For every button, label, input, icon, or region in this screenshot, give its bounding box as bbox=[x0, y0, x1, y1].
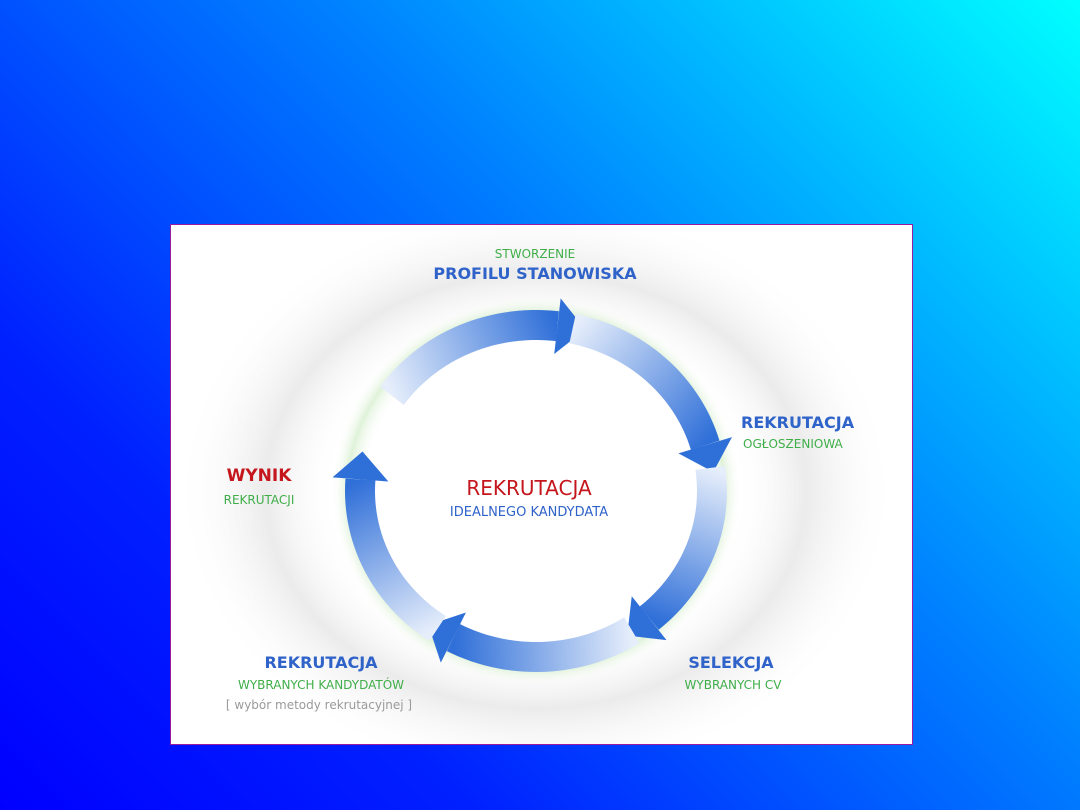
arrow-to-result-body bbox=[344, 478, 446, 642]
recruitment-cycle-diagram: STWORZENIE PROFILU STANOWISKA REKRUTACJA… bbox=[170, 224, 913, 745]
center-subtitle: IDEALNEGO KANDYDATA bbox=[449, 505, 609, 520]
step-left-title: WYNIK bbox=[226, 466, 292, 486]
step-right-title: REKRUTACJA bbox=[741, 413, 855, 432]
step-top-subtitle: STWORZENIE bbox=[494, 247, 576, 261]
arrow-to-selection-body bbox=[639, 465, 728, 630]
arrow-to-candidates-body bbox=[446, 617, 640, 672]
step-left-subtitle: REKRUTACJI bbox=[223, 493, 295, 507]
step-bottom-left-note: [ wybór metody rekrutacyjnej ] bbox=[225, 698, 413, 712]
arrow-to-profile-head-icon bbox=[554, 298, 586, 355]
step-bottom-left-title: REKRUTACJA bbox=[264, 653, 378, 672]
step-right-subtitle: OGŁOSZENIOWA bbox=[743, 437, 843, 451]
cycle-graphic bbox=[176, 225, 896, 744]
arrow-to-advertising-body bbox=[569, 313, 720, 450]
arrow-to-selection-head-icon bbox=[627, 596, 667, 641]
arrow-to-profile-body bbox=[379, 310, 559, 405]
step-bottom-right-subtitle: WYBRANYCH CV bbox=[684, 678, 782, 692]
step-top-title: PROFILU STANOWISKA bbox=[433, 264, 637, 283]
arrow-to-result-head-icon bbox=[332, 451, 389, 482]
step-bottom-right-title: SELEKCJA bbox=[688, 653, 774, 672]
green-glow bbox=[331, 296, 741, 686]
step-bottom-left-subtitle: WYBRANYCH KANDYDATÓW bbox=[237, 678, 405, 692]
center-title: REKRUTACJA bbox=[466, 476, 592, 500]
arrow-to-advertising-head-icon bbox=[678, 437, 732, 473]
